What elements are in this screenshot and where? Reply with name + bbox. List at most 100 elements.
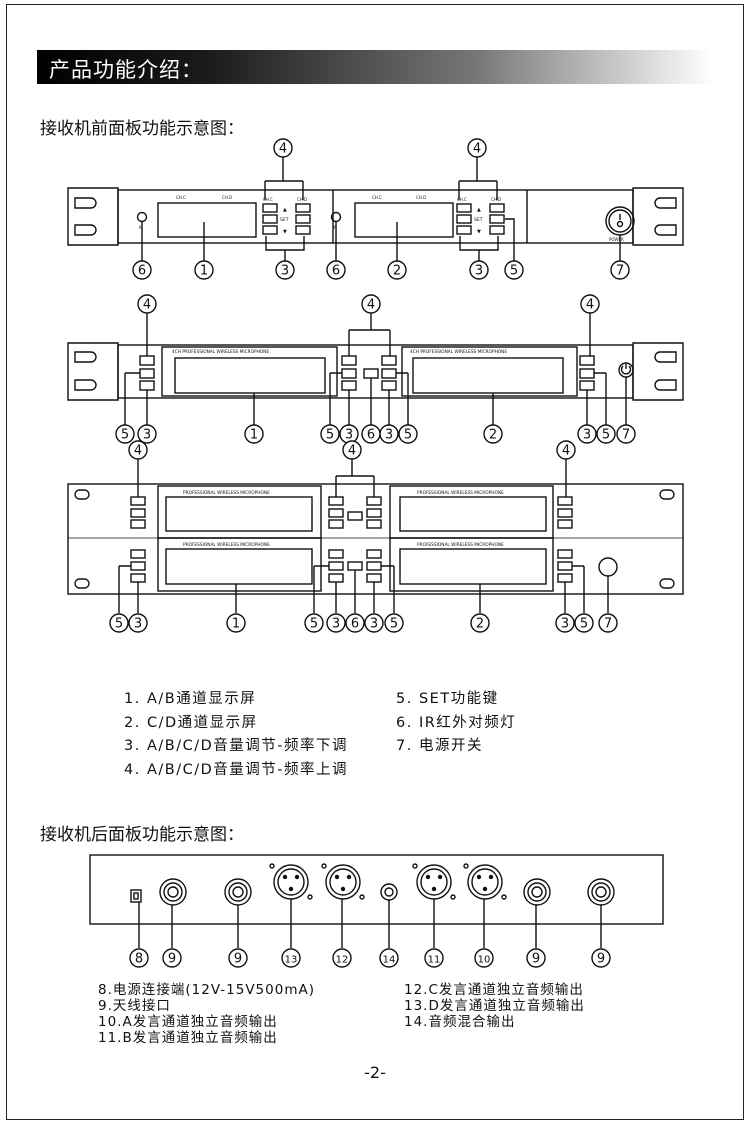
button-label-d-2: CH.D	[491, 197, 501, 202]
callout-circle	[326, 260, 346, 280]
callout-number: 8	[135, 952, 143, 967]
callout-circle	[504, 260, 524, 280]
callout-number: 5	[390, 617, 398, 632]
callout-number: 7	[622, 428, 630, 443]
callout-circle	[332, 948, 352, 968]
callout-circle	[137, 424, 157, 444]
callout-number: 3	[134, 617, 142, 632]
display-caption-cd: 4CH PROFESSIONAL WIRELESS MICROPHONE	[410, 349, 507, 355]
rear-legend-left: 8.电源连接端(12V-15V500mA) 9.天线接口 10.A发言通道独立音…	[98, 982, 315, 1046]
set-label-2: SET	[474, 217, 483, 223]
callout-number: 6	[367, 428, 375, 443]
rear-legend-right: 12.C发言通道独立音频输出 13.D发言通道独立音频输出 14.音频混合输出	[404, 982, 585, 1030]
legend-item-6: 6. IR红外对频灯	[396, 714, 517, 731]
front-panel-heading: 接收机前面板功能示意图：	[40, 119, 244, 139]
legend-item-10: 10.A发言通道独立音频输出	[98, 1014, 278, 1030]
callout-number: 14	[383, 955, 396, 966]
set-label: SET	[280, 217, 289, 223]
display-cd	[354, 202, 454, 238]
callout-circle	[132, 260, 152, 280]
callout-circle	[580, 294, 600, 314]
ir-led-left	[136, 211, 148, 223]
legend-item-2: 2. C/D通道显示屏	[124, 714, 258, 731]
dc-power-jack	[130, 889, 142, 903]
up-arrow-icon-2: ▲	[477, 207, 481, 213]
callout-number: 2	[476, 617, 484, 632]
callout-number: 3	[143, 428, 151, 443]
legend-item-1: 1. A/B通道显示屏	[124, 691, 257, 707]
callout-circle	[398, 424, 418, 444]
antenna-connector-1	[159, 878, 187, 906]
callout-number: 10	[478, 955, 491, 966]
display-cd-label-c: CH.C	[372, 195, 382, 200]
display-cd	[412, 357, 564, 394]
up-arrow-icon: ▲	[283, 207, 287, 213]
callout-number: 13	[285, 955, 298, 966]
callout-number: 5	[310, 617, 318, 632]
callout-circle	[379, 424, 399, 444]
section-banner: 产品功能介绍：	[37, 50, 713, 84]
callout-circle	[273, 138, 293, 158]
callout-number: 4	[586, 298, 594, 313]
legend-item-11: 11.B发言通道独立音频输出	[98, 1030, 278, 1046]
callout-number: 5	[115, 617, 123, 632]
rack-ear-right	[632, 187, 684, 246]
callout-circle	[596, 424, 616, 444]
callout-circle	[320, 424, 340, 444]
callout-number: 5	[404, 428, 412, 443]
callout-circle	[616, 424, 636, 444]
callout-number: 1	[250, 428, 258, 443]
callout-number: 5	[326, 428, 334, 443]
callout-number: 5	[602, 428, 610, 443]
rack-ear-left	[67, 187, 119, 246]
callout-circle	[526, 948, 546, 968]
callout-circle	[342, 440, 362, 460]
callout-circle	[574, 613, 594, 633]
callout-number: 4	[279, 142, 287, 157]
legend-item-5: 5. SET功能键	[396, 691, 499, 707]
callout-circle	[326, 613, 346, 633]
callout-circle	[345, 613, 365, 633]
callout-circle	[379, 948, 399, 968]
antenna-connector-3	[523, 878, 551, 906]
callout-number: 9	[597, 952, 605, 967]
callout-circle	[591, 948, 611, 968]
legend-item-14: 14.音频混合输出	[404, 1014, 516, 1030]
callout-circle	[424, 948, 444, 968]
callout-number: 3	[370, 617, 378, 632]
xlr-output-b	[416, 864, 452, 900]
antenna-connector-4	[587, 878, 615, 906]
ir-label-right: IR	[333, 225, 337, 230]
rear-panel-heading: 接收机后面板功能示意图：	[40, 825, 244, 845]
legend-item-3: 3. A/B/C/D音量调节-频率下调	[124, 738, 348, 754]
callout-circle	[137, 294, 157, 314]
xlr-output-d	[273, 864, 309, 900]
page-frame	[6, 4, 744, 1120]
down-arrow-icon: ▼	[283, 229, 287, 235]
down-arrow-icon-2: ▼	[477, 229, 481, 235]
callout-number: 2	[489, 428, 497, 443]
callout-circle	[474, 948, 494, 968]
callout-circle	[469, 260, 489, 280]
display-ab	[174, 357, 326, 394]
callout-number: 12	[336, 955, 349, 966]
display-cd-label-d: CH.D	[416, 195, 426, 200]
callout-circle	[361, 294, 381, 314]
front-legend-right: 5. SET功能键 6. IR红外对频灯 7. 电源开关	[396, 688, 516, 759]
callout-number: 1	[232, 617, 240, 632]
callout-number: 4	[143, 298, 151, 313]
power-label: POWER	[609, 237, 624, 242]
button-label-c: CH.C	[263, 197, 273, 202]
callout-number: 1	[200, 264, 208, 279]
button-label-d: CH.D	[297, 197, 307, 202]
callout-circle	[556, 440, 576, 460]
callout-circle	[577, 424, 597, 444]
legend-item-13: 13.D发言通道独立音频输出	[404, 998, 585, 1014]
front-panel-3	[67, 458, 684, 613]
legend-item-4: 4. A/B/C/D音量调节-频率上调	[124, 761, 348, 778]
